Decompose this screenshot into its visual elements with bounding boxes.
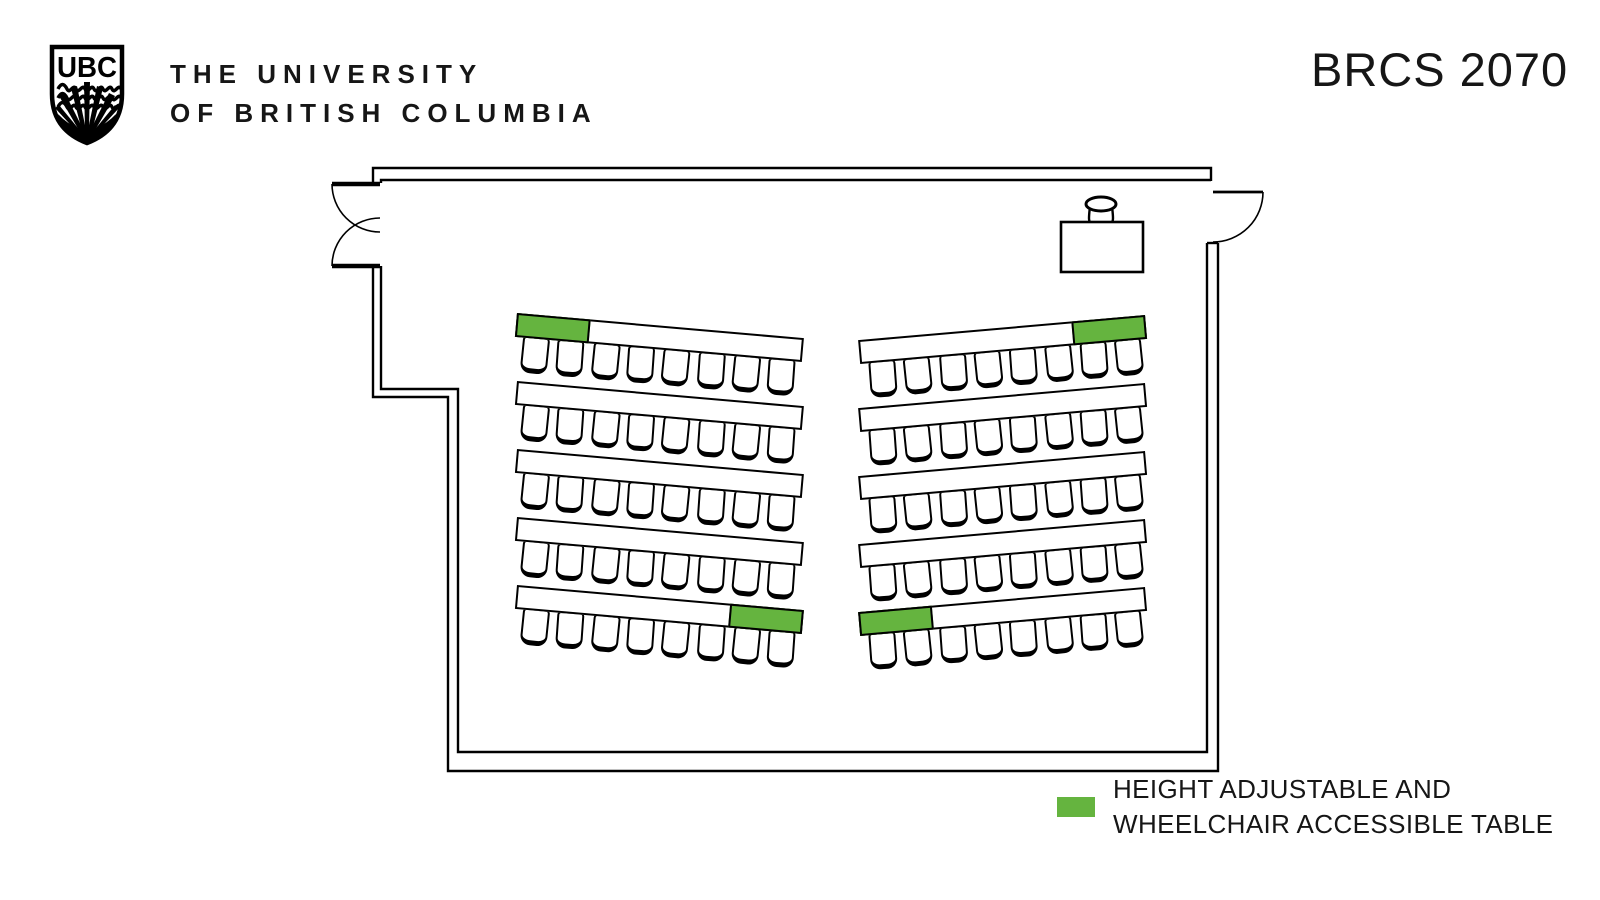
chair-icon <box>1113 609 1145 649</box>
chair-icon <box>695 487 726 526</box>
chair-icon <box>625 345 656 384</box>
chair-icon <box>766 561 796 601</box>
chair-icon <box>938 624 969 664</box>
chair-icon <box>1079 544 1109 584</box>
chair-icon <box>868 359 898 399</box>
legend-label-line2: WHEELCHAIR ACCESSIBLE TABLE <box>1113 809 1554 839</box>
chair-icon <box>973 417 1004 458</box>
chair-icon <box>730 557 762 598</box>
chair-icon <box>589 613 621 654</box>
chair-icon <box>730 421 762 462</box>
institution-name-line1: THE UNIVERSITY <box>170 59 484 89</box>
door-icon <box>1212 190 1264 243</box>
chair-icon <box>589 341 621 382</box>
chair-icon <box>519 471 551 511</box>
chair-icon <box>660 415 691 456</box>
instructor-station <box>1059 195 1145 274</box>
chair-icon <box>1079 612 1109 652</box>
chair-icon <box>902 423 934 464</box>
room-code-title: BRCS 2070 <box>1311 43 1569 96</box>
chair-icon <box>1079 408 1109 448</box>
chair-icon <box>1079 340 1109 380</box>
chair-icon <box>973 621 1004 662</box>
chair-icon <box>868 427 898 467</box>
chair-icon <box>1043 547 1075 587</box>
chair-icon <box>902 355 934 396</box>
chair-icon <box>1008 550 1039 590</box>
chair-icon <box>1008 414 1039 454</box>
ubc-crest-logo: UBC <box>49 44 125 146</box>
legend-label-line1: HEIGHT ADJUSTABLE AND <box>1113 774 1452 804</box>
legend-swatch <box>1057 797 1095 817</box>
chair-icon <box>660 483 691 524</box>
chair-icon <box>1113 473 1145 513</box>
chair-icon <box>730 489 762 530</box>
instructor-chair-back-icon <box>1084 195 1118 213</box>
chair-icon <box>938 556 969 596</box>
chair-icon <box>766 357 796 397</box>
chair-icon <box>589 477 621 518</box>
chair-icon <box>766 425 796 465</box>
chair-icon <box>973 349 1004 390</box>
chair-icon <box>868 631 898 671</box>
chair-icon <box>625 481 656 520</box>
sunburst-icon <box>55 82 119 141</box>
chair-icon <box>625 549 656 588</box>
chair-icon <box>555 610 585 650</box>
chair-icon <box>973 485 1004 526</box>
chair-icon <box>589 409 621 450</box>
chair-icon <box>1008 482 1039 522</box>
chair-icon <box>973 553 1004 594</box>
chair-icon <box>555 542 585 582</box>
room-outline <box>371 166 1220 773</box>
chair-icon <box>1043 479 1075 519</box>
chair-icon <box>1008 618 1039 658</box>
chair-icon <box>1113 337 1145 377</box>
chair-icon <box>695 555 726 594</box>
chair-icon <box>766 493 796 533</box>
chair-icon <box>1043 411 1075 451</box>
chair-icon <box>868 563 898 603</box>
chair-icon <box>519 403 551 443</box>
chair-icon <box>660 619 691 660</box>
chair-icon <box>938 488 969 528</box>
chair-icon <box>1043 343 1075 383</box>
chair-icon <box>555 406 585 446</box>
double-door-icon <box>331 181 381 269</box>
chair-icon <box>589 545 621 586</box>
chair-icon <box>938 352 969 392</box>
chair-icon <box>660 347 691 388</box>
chair-icon <box>730 353 762 394</box>
chair-icon <box>1113 405 1145 445</box>
chair-icon <box>519 607 551 647</box>
institution-wordmark: THE UNIVERSITY OF BRITISH COLUMBIA <box>170 55 598 133</box>
chair-icon <box>660 551 691 592</box>
institution-name-line2: OF BRITISH COLUMBIA <box>170 98 598 128</box>
chair-icon <box>555 338 585 378</box>
chair-icon <box>938 420 969 460</box>
chair-icon <box>695 419 726 458</box>
shield-monogram: UBC <box>57 52 117 84</box>
chair-icon <box>766 629 796 669</box>
chair-icon <box>695 351 726 390</box>
instructor-table <box>1059 220 1145 274</box>
chair-icon <box>902 559 934 600</box>
chair-icon <box>695 623 726 662</box>
chair-icon <box>625 617 656 656</box>
chair-icon <box>730 625 762 666</box>
legend-label: HEIGHT ADJUSTABLE AND WHEELCHAIR ACCESSI… <box>1113 772 1553 842</box>
chair-icon <box>519 539 551 579</box>
chair-icon <box>1079 476 1109 516</box>
chair-icon <box>555 474 585 514</box>
chair-icon <box>1008 346 1039 386</box>
chair-icon <box>1043 615 1075 655</box>
chair-icon <box>519 335 551 375</box>
chair-icon <box>868 495 898 535</box>
chair-icon <box>902 491 934 532</box>
chair-icon <box>1113 541 1145 581</box>
chair-icon <box>902 627 934 668</box>
chair-icon <box>625 413 656 452</box>
